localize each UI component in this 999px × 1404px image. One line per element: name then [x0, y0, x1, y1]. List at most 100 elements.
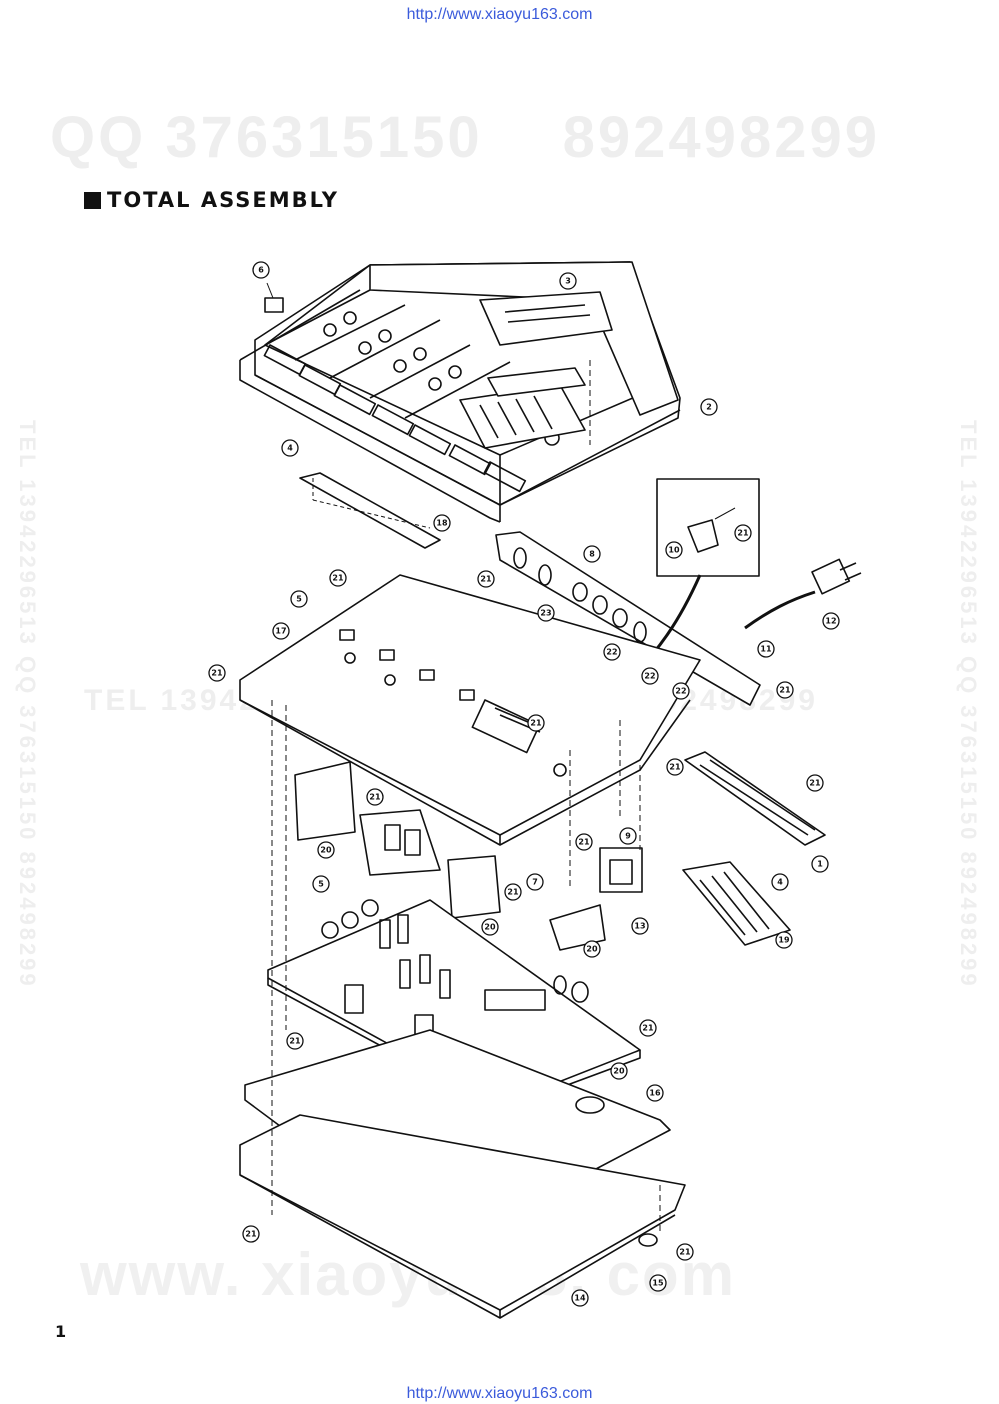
callout-circle [672, 682, 690, 700]
callout-circle [646, 1084, 664, 1102]
callout-circle [208, 664, 226, 682]
part-callout: 16 [646, 1084, 664, 1102]
part-callout: 13 [631, 917, 649, 935]
callout-circle [312, 875, 330, 893]
top-cover [239, 261, 681, 523]
part-callout: 8 [583, 545, 601, 563]
part-callout: 12 [822, 612, 840, 630]
callout-label: 21 [245, 1230, 257, 1239]
callout-label: 15 [652, 1279, 664, 1288]
callout-label: 17 [275, 627, 286, 636]
callout-label: 22 [606, 648, 617, 657]
callout-circle [583, 940, 601, 958]
callout-label: 21 [369, 793, 381, 802]
callout-label: 4 [287, 444, 293, 453]
callout-label: 6 [258, 266, 264, 275]
part-callout: 10 [665, 541, 683, 559]
callout-circle [317, 841, 335, 859]
callout-circle [329, 569, 347, 587]
callout-circle [537, 604, 555, 622]
callout-circle [290, 590, 308, 608]
part-callout: 21 [504, 883, 522, 901]
callout-circle [776, 681, 794, 699]
callout-circle [641, 667, 659, 685]
part-callout: 20 [317, 841, 335, 859]
callout-label: 22 [675, 687, 686, 696]
callout-label: 3 [565, 277, 571, 286]
callout-label: 21 [679, 1248, 691, 1257]
part-callout: 20 [583, 940, 601, 958]
part-callout: 5 [290, 590, 308, 608]
callout-label: 5 [296, 595, 302, 604]
part-callout: 18 [433, 514, 451, 532]
part-callout: 21 [477, 570, 495, 588]
callout-circle [822, 612, 840, 630]
watermark-qq-left: QQ 376315150 [50, 105, 483, 170]
part-callout: 14 [571, 1289, 589, 1307]
part-callout: 21 [734, 524, 752, 542]
callout-circle [649, 1274, 667, 1292]
callout-label: 16 [649, 1089, 661, 1098]
callout-label: 20 [484, 923, 496, 932]
callout-label: 2 [706, 403, 712, 412]
callout-circle [619, 827, 637, 845]
part-callout: 21 [242, 1225, 260, 1243]
callout-label: 21 [530, 719, 542, 728]
part-callout: 9 [619, 827, 637, 845]
part-callout: 22 [641, 667, 659, 685]
part-callout: 11 [757, 640, 775, 658]
callout-circle [771, 873, 789, 891]
callout-circle [252, 261, 270, 279]
part-callout: 19 [775, 931, 793, 949]
callout-label: 21 [480, 575, 492, 584]
title-bullet-icon [84, 191, 101, 209]
part-callout: 5 [312, 875, 330, 893]
callout-label: 1 [817, 860, 823, 869]
callout-circle [676, 1243, 694, 1261]
callout-circle [526, 873, 544, 891]
watermark-side-right: TEL 13942296513 QQ 376315150 892498299 [956, 420, 981, 989]
callout-label: 22 [644, 672, 655, 681]
header-url[interactable]: http://www.xiaoyu163.com [406, 6, 593, 23]
callout-circle [281, 439, 299, 457]
part-callout: 4 [281, 439, 299, 457]
callout-circle [575, 833, 593, 851]
part-callout: 20 [481, 918, 499, 936]
callout-label: 21 [642, 1024, 654, 1033]
callout-circle [242, 1225, 260, 1243]
callout-label: 21 [779, 686, 791, 695]
callout-circle [433, 514, 451, 532]
callout-label: 20 [613, 1067, 625, 1076]
part-callout: 7 [526, 873, 544, 891]
callout-label: 19 [778, 936, 790, 945]
watermark-side-left: TEL 13942296513 QQ 376315150 892498299 [15, 420, 40, 989]
callout-circle [734, 524, 752, 542]
callout-label: 13 [634, 922, 645, 931]
callout-circle [631, 917, 649, 935]
callout-circle [806, 774, 824, 792]
part-callout: 21 [676, 1243, 694, 1261]
footer-url[interactable]: http://www.xiaoyu163.com [406, 1385, 593, 1402]
part-callout: 21 [208, 664, 226, 682]
part-callout: 22 [603, 643, 621, 661]
part-callout: 20 [610, 1062, 628, 1080]
callout-label: 21 [507, 888, 519, 897]
part-callout: 22 [672, 682, 690, 700]
callout-label: 21 [578, 838, 590, 847]
callout-label: 21 [332, 574, 344, 583]
callout-label: 10 [668, 546, 680, 555]
callout-label: 12 [825, 617, 836, 626]
callout-circle [286, 1032, 304, 1050]
callout-label: 5 [318, 880, 324, 889]
part-callout: 21 [806, 774, 824, 792]
part-callout: 21 [527, 714, 545, 732]
part-callout: 21 [329, 569, 347, 587]
callout-circle [775, 931, 793, 949]
section-title-text: TOTAL ASSEMBLY [107, 188, 339, 212]
callout-label: 21 [669, 763, 681, 772]
page-number: 1 [55, 1322, 67, 1341]
callout-circle [272, 622, 290, 640]
callout-label: 20 [320, 846, 332, 855]
